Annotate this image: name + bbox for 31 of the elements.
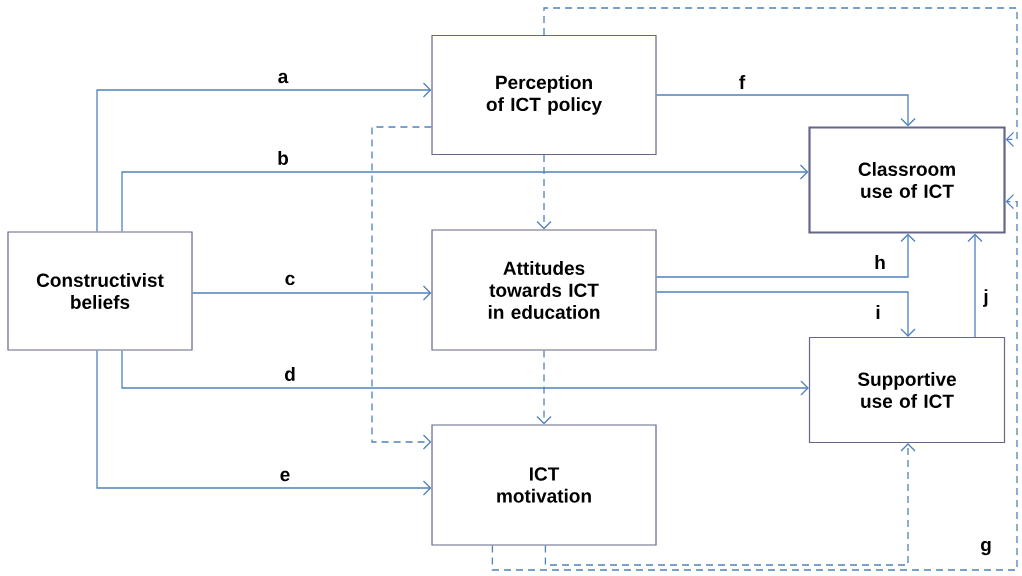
edge-label: c bbox=[285, 274, 295, 286]
edge-label: j bbox=[983, 289, 988, 307]
arrow bbox=[536, 154, 552, 230]
arrow bbox=[536, 349, 552, 425]
concept-box: Perception of ICT policy bbox=[431, 34, 657, 156]
arrow bbox=[655, 94, 916, 127]
arrow bbox=[96, 349, 432, 496]
arrow bbox=[121, 349, 809, 396]
arrow bbox=[491, 193, 1018, 571]
arrow bbox=[967, 233, 983, 338]
edge-label: e bbox=[280, 470, 290, 482]
concept-box: Constructivist beliefs bbox=[7, 231, 193, 351]
edge-label: a bbox=[278, 72, 289, 84]
concept-box: Supportive use of ICT bbox=[808, 336, 1006, 444]
edge-label: h bbox=[875, 255, 885, 269]
arrow bbox=[191, 285, 432, 301]
edge-label: d bbox=[285, 367, 295, 381]
concept-box: ICT motivation bbox=[431, 424, 657, 546]
arrow bbox=[544, 443, 916, 566]
arrow bbox=[371, 126, 433, 450]
concept-box: Attitudes towards ICT in education bbox=[431, 229, 657, 351]
arrow bbox=[96, 82, 432, 233]
edge-label: f bbox=[739, 75, 746, 89]
arrow bbox=[655, 291, 916, 337]
concept-box: Classroom use of ICT bbox=[808, 126, 1006, 234]
edge-label: b bbox=[278, 151, 288, 165]
path-label: g bbox=[981, 540, 991, 556]
arrow bbox=[121, 164, 809, 233]
arrow bbox=[655, 233, 916, 278]
edge-label: i bbox=[876, 305, 880, 319]
arrow bbox=[543, 7, 1018, 148]
